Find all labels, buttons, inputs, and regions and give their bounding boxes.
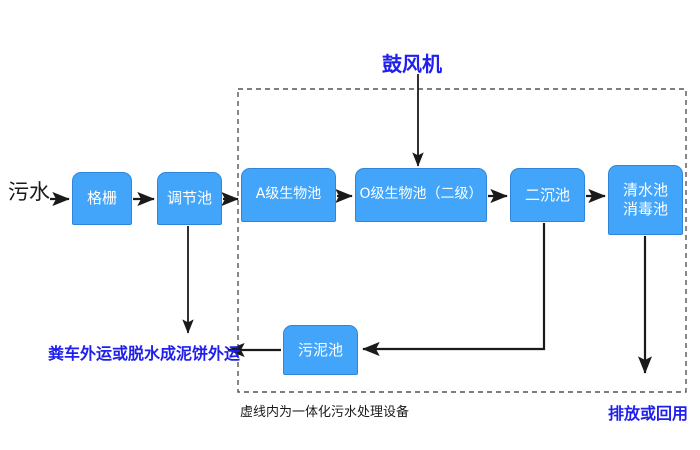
node-equalization-tank-label: 调节池 xyxy=(166,189,212,208)
node-grate-label: 格栅 xyxy=(86,189,117,208)
edge-clarifier-to-sludge xyxy=(362,223,546,357)
node-grate[interactable]: 格栅 xyxy=(72,172,132,225)
node-o-stage-bio-tank-label: O级生物池（二级） xyxy=(359,186,483,203)
label-influent: 污水 xyxy=(8,180,50,204)
node-clearwater-disinfection-tank-label: 清水池 消毒池 xyxy=(622,181,668,218)
node-o-stage-bio-tank[interactable]: O级生物池（二级） xyxy=(355,168,487,222)
node-clearwater-disinfection-tank[interactable]: 清水池 消毒池 xyxy=(608,165,683,235)
label-sludge-disposal: 粪车外运或脱水成泥饼外运 xyxy=(48,344,241,363)
integrated-equipment-dashed-box xyxy=(237,88,687,393)
node-secondary-clarifier[interactable]: 二沉池 xyxy=(510,168,585,222)
node-sludge-tank[interactable]: 污泥池 xyxy=(283,325,358,375)
node-sludge-tank-label: 污泥池 xyxy=(297,340,343,359)
node-equalization-tank[interactable]: 调节池 xyxy=(157,172,222,225)
node-a-stage-bio-tank-label: A级生物池 xyxy=(255,186,322,203)
label-effluent-discharge: 排放或回用 xyxy=(608,404,689,423)
node-secondary-clarifier-label: 二沉池 xyxy=(524,185,570,204)
label-dashed-box-caption: 虚线内为一体化污水处理设备 xyxy=(240,405,410,420)
label-blower: 鼓风机 xyxy=(382,52,442,76)
node-a-stage-bio-tank[interactable]: A级生物池 xyxy=(241,168,336,222)
